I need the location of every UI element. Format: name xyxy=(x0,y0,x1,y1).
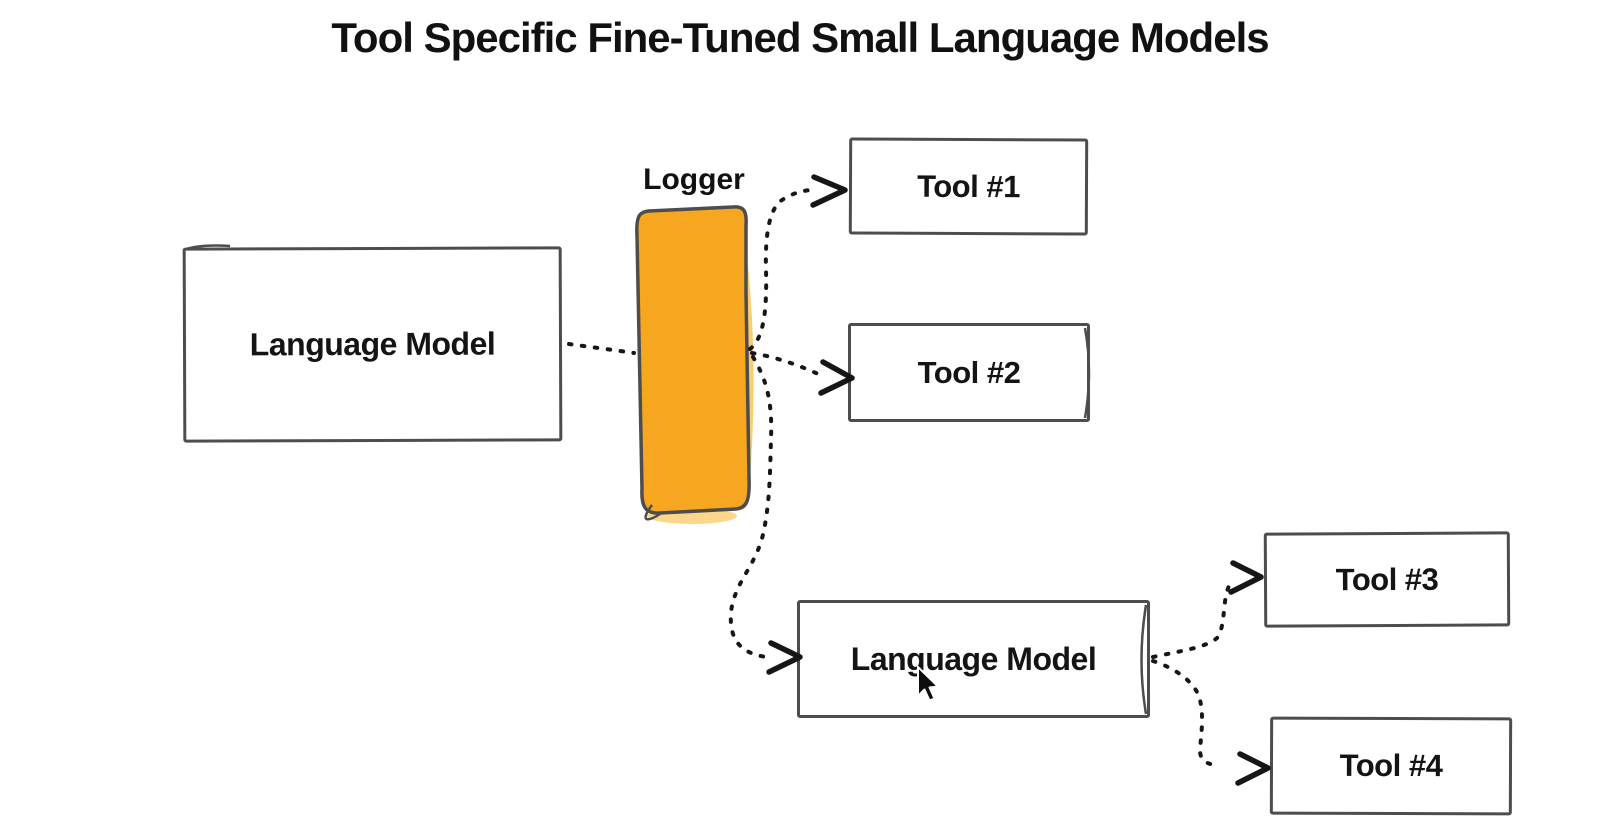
edge-lm-small-to-tool3 xyxy=(1151,584,1231,659)
node-tool-3: Tool #3 xyxy=(1263,531,1511,628)
arrowhead-tool4 xyxy=(1235,751,1271,786)
edge-logger-to-lm-small xyxy=(728,355,774,659)
arrowhead-tool1 xyxy=(810,174,848,208)
node-tool-1-label: Tool #1 xyxy=(917,168,1020,204)
node-language-model-main: Language Model xyxy=(182,246,563,443)
node-tool-1: Tool #1 xyxy=(848,137,1089,236)
node-tool-2-label: Tool #2 xyxy=(917,354,1021,390)
node-tool-2: Tool #2 xyxy=(848,323,1090,422)
arrowhead-lm-small xyxy=(766,640,803,675)
node-language-model-small: Language Model xyxy=(797,600,1150,718)
logger-shadow-blob xyxy=(647,508,737,524)
logger-halo-shape xyxy=(735,228,754,510)
edge-logger-to-tool1 xyxy=(748,188,813,351)
diagram-title: Tool Specific Fine-Tuned Small Language … xyxy=(331,14,1269,61)
node-language-model-main-label: Language Model xyxy=(249,325,496,363)
node-tool-4-label: Tool #4 xyxy=(1339,747,1443,784)
logger-shape xyxy=(635,205,751,515)
node-tool-3-label: Tool #3 xyxy=(1335,561,1439,597)
node-language-model-small-label: Language Model xyxy=(850,640,1097,677)
edge-lm-small-to-tool4 xyxy=(1151,659,1218,767)
edge-lm-main-to-logger xyxy=(567,342,636,355)
logger-label: Logger xyxy=(643,163,745,196)
edge-logger-to-tool2 xyxy=(750,351,820,376)
arrowhead-tool3 xyxy=(1228,560,1264,595)
node-tool-4: Tool #4 xyxy=(1269,716,1513,816)
logger-corner-overshoot xyxy=(644,504,661,521)
